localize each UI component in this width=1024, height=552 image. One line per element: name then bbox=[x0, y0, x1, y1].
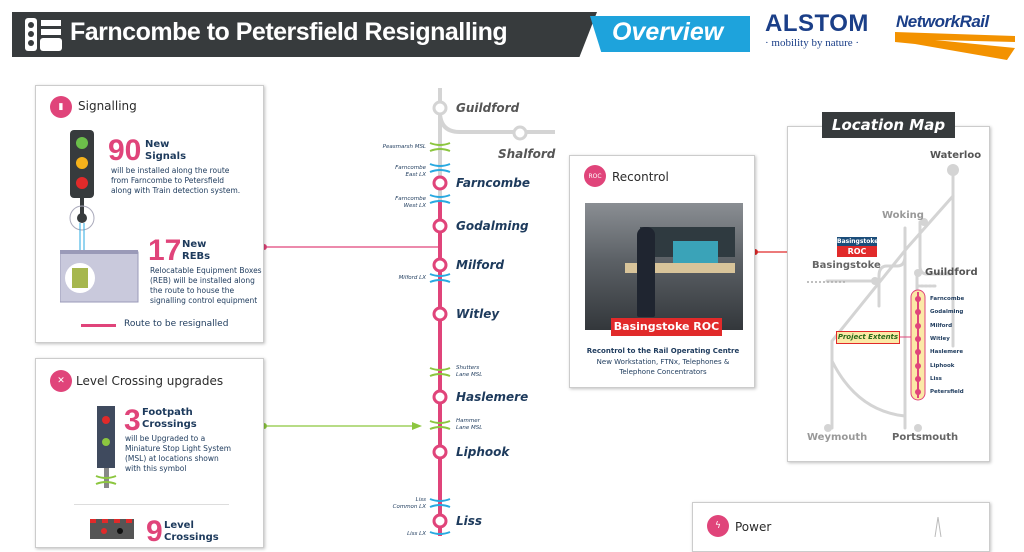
map-place-weymouth: Weymouth bbox=[807, 432, 868, 443]
card-title: Level Crossing upgrades bbox=[76, 374, 224, 388]
msl-illustration bbox=[95, 406, 117, 488]
crossing-label: Liss LX bbox=[407, 531, 426, 537]
power-card: ϟ Power bbox=[692, 502, 990, 552]
roc-icon: ROC bbox=[584, 165, 606, 187]
network-rail-arrow-icon bbox=[895, 32, 1015, 60]
station-witley: Witley bbox=[456, 307, 500, 321]
network-rail-logo: NetworkRail bbox=[896, 12, 989, 31]
footpath-count: 3 bbox=[124, 404, 141, 437]
map-place-woking: Woking bbox=[882, 210, 924, 221]
reb-description: Relocatable Equipment Boxes (REB) will b… bbox=[150, 266, 262, 305]
pylon-icon bbox=[934, 517, 942, 537]
station-farncombe: Farncombe bbox=[456, 176, 530, 190]
signals-description: will be installed along the route from F… bbox=[111, 166, 241, 195]
map-place-waterloo: Waterloo bbox=[930, 150, 982, 161]
map-station: Petersfield bbox=[930, 389, 964, 395]
reb-count: 17 bbox=[148, 234, 182, 267]
map-station: Farncombe bbox=[930, 296, 965, 302]
station-shalford: Shalford bbox=[498, 147, 556, 161]
map-station: Haslemere bbox=[930, 349, 964, 355]
recontrol-heading: Recontrol to the Rail Operating Centre bbox=[586, 347, 740, 355]
recontrol-description: New Workstation, FTNx, Telephones & Tele… bbox=[596, 358, 730, 376]
alstom-logo: ALSTOM bbox=[765, 10, 869, 37]
photo-caption: Basingstoke ROC bbox=[611, 318, 722, 336]
roc-photo bbox=[585, 203, 743, 330]
card-title: Recontrol bbox=[612, 170, 669, 184]
signals-count: 90 bbox=[108, 134, 142, 167]
page-title: Farncombe to Petersfield Resignalling bbox=[70, 18, 508, 46]
lightning-icon: ϟ bbox=[707, 515, 729, 537]
header-bar bbox=[12, 12, 597, 57]
map-station: Liss bbox=[930, 376, 942, 382]
roc-badge-top: Basingstoke bbox=[837, 237, 879, 246]
location-map-card bbox=[787, 126, 990, 462]
map-station: Milford bbox=[930, 323, 953, 329]
map-station: Liphook bbox=[930, 363, 955, 369]
overview-banner bbox=[590, 16, 750, 52]
recontrol-card: ROC Recontrol Basingstoke ROC Recontrol … bbox=[569, 155, 755, 388]
map-station: Witley bbox=[930, 336, 950, 342]
location-map bbox=[807, 164, 959, 432]
project-extents-label: Project Extents bbox=[836, 331, 900, 344]
map-place-guildford: Guildford bbox=[925, 267, 978, 278]
reb-illustration bbox=[60, 250, 139, 303]
crossing-label: Milford LX bbox=[398, 275, 426, 281]
station-milford: Milford bbox=[456, 258, 505, 272]
map-place-portsmouth: Portsmouth bbox=[892, 432, 959, 443]
map-station: Godalming bbox=[930, 309, 964, 315]
station-guildford: Guildford bbox=[456, 101, 520, 115]
alstom-tagline: · mobility by nature · bbox=[765, 37, 860, 49]
station-godalming: Godalming bbox=[456, 219, 529, 233]
roc-badge: ROC bbox=[837, 246, 877, 257]
station-liphook: Liphook bbox=[456, 445, 510, 459]
level-crossing-barrier-icon bbox=[90, 519, 134, 539]
crossing-icon: ✕ bbox=[50, 370, 72, 392]
lx-count: 9 bbox=[146, 515, 163, 548]
traffic-light-icon: ▮ bbox=[50, 96, 72, 118]
divider bbox=[74, 504, 229, 505]
overview-label: Overview bbox=[612, 18, 724, 46]
signal-logo-icon bbox=[25, 18, 62, 51]
footpath-description: will be Upgraded to a Miniature Stop Lig… bbox=[125, 434, 232, 473]
legend-label: Route to be resignalled bbox=[124, 319, 229, 329]
card-title: Signalling bbox=[78, 99, 137, 113]
crossing-label: Peasmarsh MSL bbox=[382, 144, 426, 150]
station-haslemere: Haslemere bbox=[456, 390, 529, 404]
map-place-basingstoke: Basingstoke bbox=[812, 260, 881, 271]
legend-swatch bbox=[81, 324, 116, 327]
station-liss: Liss bbox=[456, 514, 483, 528]
location-map-title: Location Map bbox=[822, 112, 955, 138]
card-title: Power bbox=[735, 520, 772, 534]
